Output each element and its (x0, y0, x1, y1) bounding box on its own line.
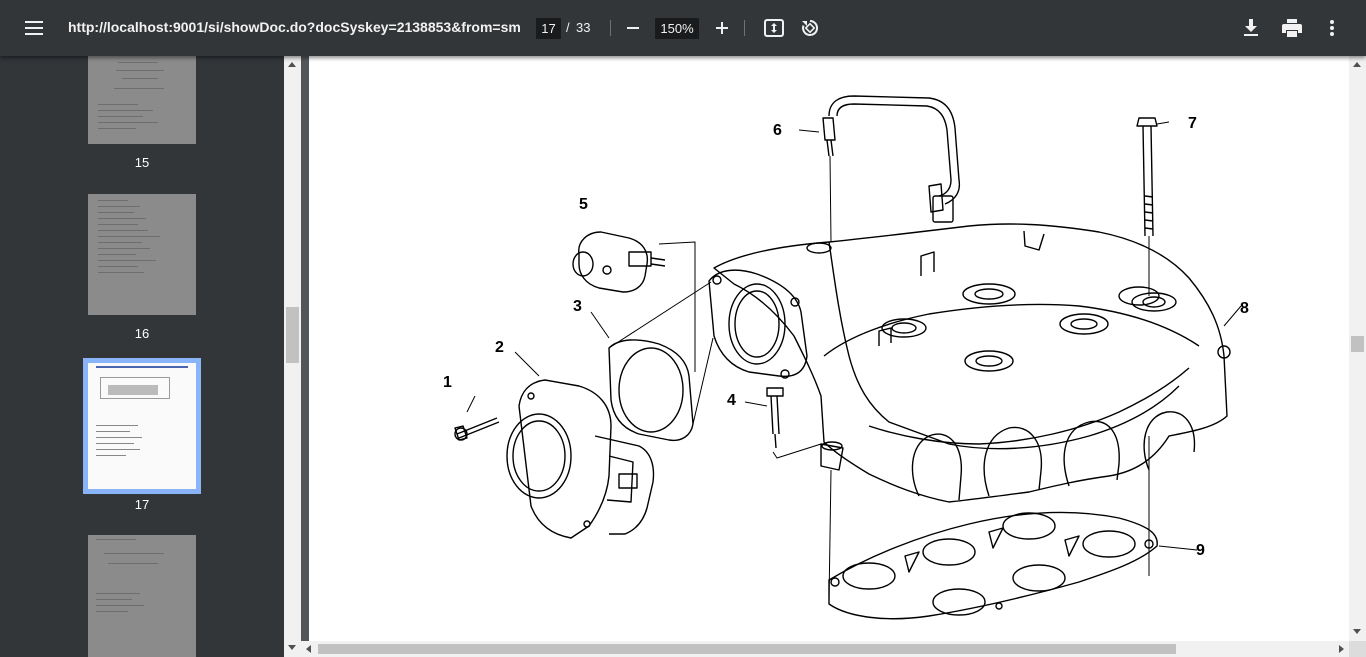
zoom-level-input[interactable]: 150% (655, 18, 699, 39)
page-thumbnail-16[interactable] (88, 194, 196, 315)
toolbar-divider (744, 20, 745, 36)
thumbnail-sidebar: 15 16 17 (0, 56, 284, 657)
toolbar-divider (610, 20, 611, 36)
viewer-vertical-scrollbar-thumb[interactable] (1351, 336, 1364, 352)
bolt-4 (770, 395, 774, 435)
callout-4: 4 (727, 392, 736, 409)
rotate-button[interactable] (794, 12, 826, 44)
page-thumbnail-15[interactable] (88, 56, 196, 144)
throttle-body (518, 379, 612, 539)
scroll-up-arrow[interactable] (288, 62, 296, 67)
page-total: 33 (576, 20, 591, 35)
pdf-page: 1 2 3 4 5 6 7 8 9 (309, 56, 1350, 641)
document-viewer: 1 2 3 4 5 6 7 8 9 (301, 56, 1366, 657)
more-vert-icon (1330, 20, 1334, 36)
viewer-scroll-right-arrow[interactable] (1339, 645, 1344, 653)
thumbnail-label: 17 (134, 497, 150, 512)
sensor-5 (578, 231, 649, 293)
callout-2: 2 (495, 339, 504, 356)
bolt-1 (456, 417, 498, 435)
zoom-in-button[interactable] (706, 12, 738, 44)
manifold-throttle-flange (708, 269, 808, 378)
minus-icon (627, 27, 639, 29)
page-thumbnail-18[interactable] (88, 535, 196, 657)
download-button[interactable] (1235, 12, 1267, 44)
fit-to-page-icon (764, 19, 784, 37)
viewer-horizontal-scrollbar-thumb[interactable] (318, 644, 1176, 654)
viewer-scroll-down-arrow[interactable] (1353, 629, 1361, 634)
print-button[interactable] (1276, 12, 1308, 44)
callout-6: 6 (773, 122, 782, 139)
callout-9: 9 (1196, 542, 1205, 559)
sidebar-scrollbar-thumb[interactable] (286, 307, 299, 363)
page-thumbnail-17[interactable] (83, 358, 201, 494)
callout-7: 7 (1188, 115, 1197, 132)
throttle-body-gasket (608, 339, 694, 442)
print-icon (1282, 19, 1302, 37)
lower-intake-gasket (828, 511, 1158, 620)
fit-to-page-button[interactable] (758, 12, 790, 44)
callout-1: 1 (443, 374, 452, 391)
more-options-button[interactable] (1316, 12, 1348, 44)
download-icon (1244, 19, 1258, 36)
pdf-toolbar: http://localhost:9001/si/showDoc.do?docS… (0, 0, 1366, 56)
menu-icon[interactable] (18, 12, 50, 44)
plus-icon (716, 22, 728, 34)
thumbnail-label: 15 (134, 155, 150, 170)
page-number-input[interactable]: 17 (536, 18, 561, 39)
thumbnail-label: 16 (134, 326, 150, 341)
page-separator: / (566, 20, 570, 35)
viewer-scroll-left-arrow[interactable] (306, 645, 311, 653)
rotate-icon (802, 19, 819, 36)
zoom-out-button[interactable] (617, 12, 649, 44)
callout-3: 3 (573, 298, 582, 315)
exploded-diagram: 1 2 3 4 5 6 7 8 9 (443, 95, 1249, 620)
callout-8: 8 (1240, 300, 1249, 317)
document-title: http://localhost:9001/si/showDoc.do?docS… (68, 19, 521, 35)
scrollbar-corner (1349, 641, 1366, 657)
intake-manifold (713, 223, 1228, 503)
viewer-scroll-up-arrow[interactable] (1353, 62, 1361, 67)
scroll-down-arrow[interactable] (288, 645, 296, 650)
bolt-7 (1142, 125, 1146, 237)
callout-5: 5 (579, 196, 588, 213)
vent-hose (828, 95, 961, 205)
